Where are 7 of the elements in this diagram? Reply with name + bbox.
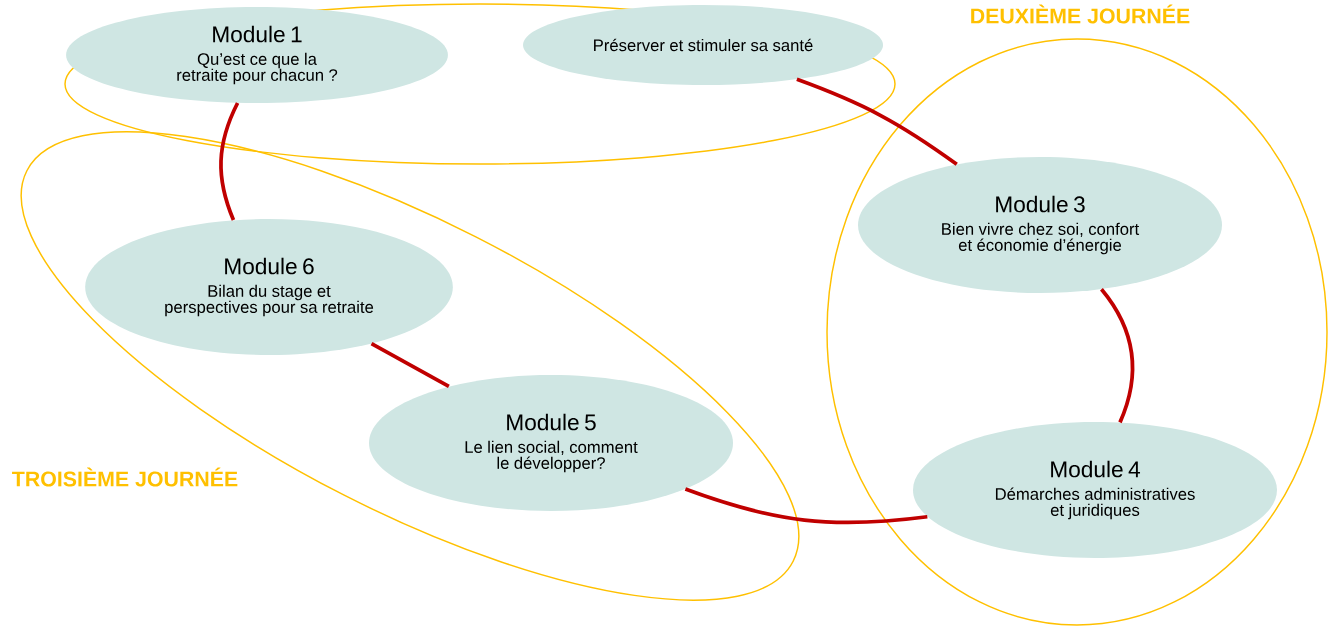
connector-line <box>796 77 958 166</box>
connector-line <box>219 102 240 221</box>
connector-line <box>370 342 450 389</box>
connector-line <box>684 487 928 525</box>
day-heading: DEUXIÈME JOURNÉE <box>971 4 1190 24</box>
day-heading: TROISIÈME JOURNÉE <box>12 467 238 487</box>
connector-line <box>1100 288 1135 424</box>
